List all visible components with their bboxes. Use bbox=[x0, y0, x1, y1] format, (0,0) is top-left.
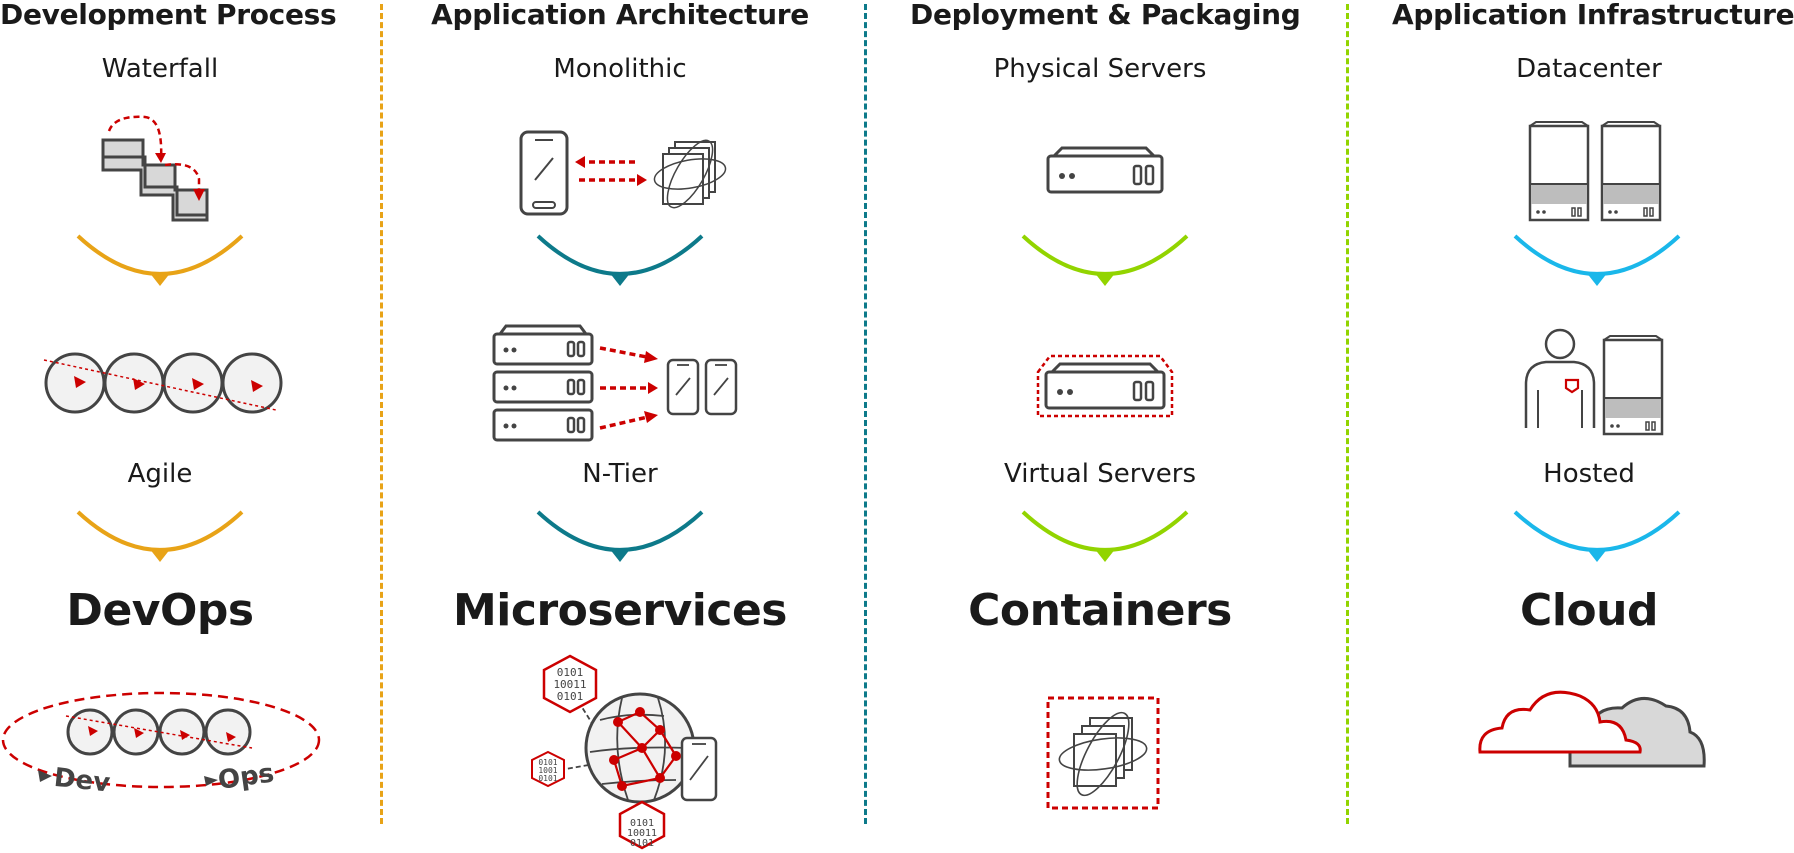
container-icon bbox=[1046, 696, 1160, 810]
dev-label: Dev bbox=[53, 763, 112, 799]
final-label: DevOps bbox=[66, 585, 254, 636]
binary-hex-icon: 0101 10011 0101 bbox=[542, 654, 598, 714]
divider-1 bbox=[380, 4, 383, 824]
svg-text:0101: 0101 bbox=[630, 838, 654, 849]
stage1-label: Monolithic bbox=[553, 54, 687, 84]
svg-text:10011: 10011 bbox=[627, 828, 657, 839]
final-label: Cloud bbox=[1520, 585, 1658, 636]
final-label: Microservices bbox=[453, 585, 787, 636]
arrow-arc bbox=[76, 510, 244, 562]
svg-text:0101: 0101 bbox=[538, 758, 557, 767]
stage2-label: Agile bbox=[127, 459, 193, 489]
arrow-arc bbox=[1513, 234, 1681, 286]
microservices-globe-icon: 0101 10011 0101 0101 1001 0101 0101 1001… bbox=[531, 654, 718, 850]
stage1-label: Waterfall bbox=[101, 54, 219, 84]
column-deployment-packaging: Deployment & Packaging Physical Servers … bbox=[910, 0, 1301, 853]
column-application-architecture: Application Architecture Monolithic bbox=[430, 0, 810, 853]
binary-hex-icon: 0101 1001 0101 bbox=[531, 750, 565, 788]
server-stack-icon bbox=[492, 324, 738, 442]
svg-text:0101: 0101 bbox=[630, 818, 654, 829]
final-label: Containers bbox=[968, 585, 1232, 636]
divider-2 bbox=[864, 4, 867, 824]
column-application-infrastructure: Application Infrastructure Datacenter bbox=[1392, 0, 1794, 853]
divider-3 bbox=[1346, 4, 1349, 824]
svg-text:0101: 0101 bbox=[557, 666, 584, 679]
arrow-arc bbox=[536, 510, 704, 562]
sprint-circles-icon bbox=[43, 352, 283, 414]
arrow-arc bbox=[1021, 510, 1189, 562]
stage1-label: Physical Servers bbox=[993, 54, 1207, 84]
ops-label: Ops bbox=[216, 758, 276, 796]
stage2-label: Virtual Servers bbox=[1003, 459, 1197, 489]
svg-text:1001: 1001 bbox=[538, 766, 557, 775]
column-title: Application Infrastructure bbox=[1392, 0, 1794, 31]
staircase-icon bbox=[101, 115, 209, 222]
column-title: Application Architecture bbox=[431, 0, 809, 31]
phone-monolith-icon bbox=[519, 130, 727, 216]
column-development-process: Development Process Waterfall Agile DevO… bbox=[0, 0, 337, 853]
server-icon bbox=[1046, 146, 1164, 194]
svg-text:10011: 10011 bbox=[553, 678, 586, 691]
column-title: Deployment & Packaging bbox=[910, 0, 1301, 31]
svg-text:0101: 0101 bbox=[538, 774, 557, 783]
stage2-label: Hosted bbox=[1543, 459, 1635, 489]
arrow-arc bbox=[1021, 234, 1189, 286]
stage2-label: N-Tier bbox=[582, 459, 658, 489]
arrow-arc bbox=[536, 234, 704, 286]
svg-text:0101: 0101 bbox=[557, 690, 584, 703]
stage1-label: Datacenter bbox=[1516, 54, 1662, 84]
datacenter-icon bbox=[1528, 121, 1662, 222]
hosted-person-icon bbox=[1524, 328, 1664, 436]
column-title: Development Process bbox=[0, 0, 337, 31]
devops-loop-icon: Dev Ops bbox=[1, 691, 321, 799]
cloud-icon bbox=[1478, 690, 1706, 768]
virtual-server-icon bbox=[1036, 354, 1174, 418]
arrow-arc bbox=[1513, 510, 1681, 562]
arrow-arc bbox=[76, 234, 244, 286]
binary-hex-icon: 0101 10011 0101 bbox=[618, 800, 666, 850]
